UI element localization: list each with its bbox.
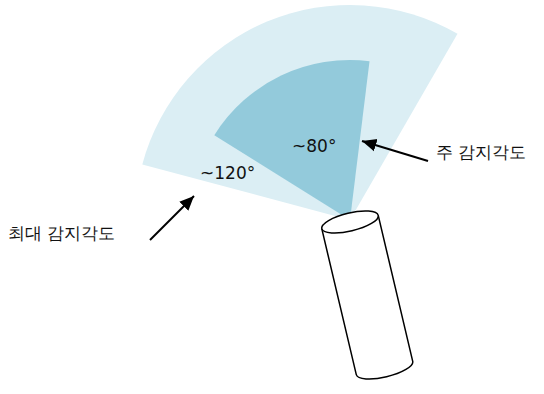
callout-label: 주 감지각도: [436, 142, 526, 162]
leader-arrow: [362, 141, 428, 161]
leader-arrow: [150, 196, 194, 240]
callout-label: 최대 감지각도: [8, 223, 115, 243]
max-detection-sector: [142, 5, 457, 220]
main-detection-sector: [214, 60, 369, 220]
sensor-cylinder: [320, 207, 415, 384]
angle-value: ~120°: [200, 163, 255, 183]
angle-value: ~80°: [292, 136, 336, 156]
